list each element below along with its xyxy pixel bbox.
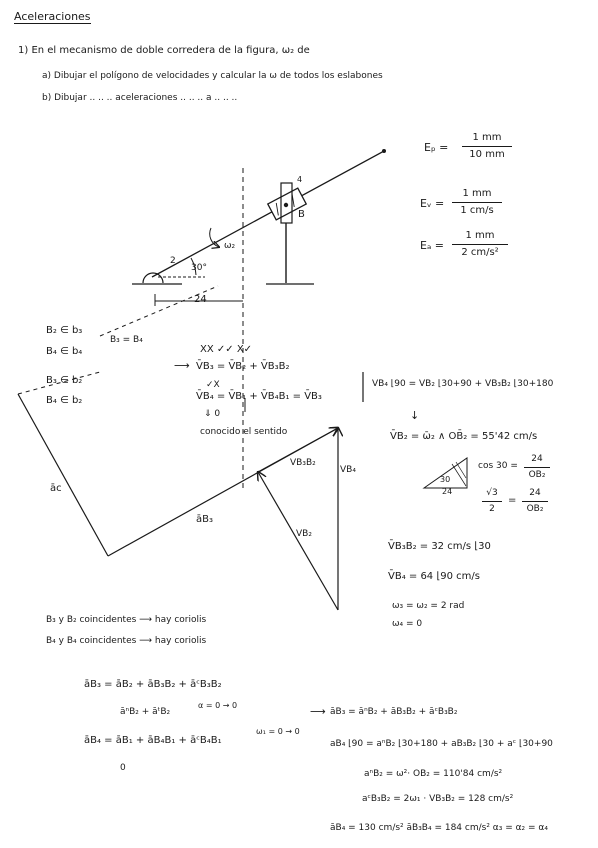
accel-final: āB₄ = 130 cm/s² āB₃B₄ = 184 cm/s² α₃ = α…	[330, 823, 548, 833]
dashed-relation	[99, 285, 219, 337]
coriolis-line-1: B₃ y B₂ coincidentes ⟶ hay coriolis	[46, 615, 207, 625]
link-2	[151, 150, 385, 278]
scale-ev-label: Eᵥ =	[420, 197, 445, 210]
triangle-label-30: 30	[440, 475, 451, 484]
velocity-down-arrow: ↓	[410, 409, 420, 422]
point-b-dot	[283, 202, 289, 208]
cos-line: cos 30 =	[478, 461, 518, 471]
velocity-w4: ω₄ = 0	[392, 619, 423, 629]
velocity-vb3b2: V̄B₃B₂ = 32 cm/s ⌊30	[388, 541, 491, 552]
poly-label-vb2: VB₂	[296, 529, 312, 539]
ground-pivot	[142, 272, 164, 284]
velocity-below: ⇓ 0	[204, 409, 221, 419]
velocity-marks-1: XX ✓✓ X✓	[200, 344, 253, 355]
angle-arc	[190, 257, 197, 276]
label-omega: ω₂	[224, 241, 236, 251]
velocity-vb2: V̄B₂ = ω̄₂ ∧ OB̄₂ = 55'42 cm/s	[390, 431, 538, 442]
accel-arrow: ⟶	[310, 705, 326, 718]
poly-label-ac: āc	[50, 483, 62, 494]
velocity-vb4: V̄B₄ = 64 ⌊90 cm/s	[388, 571, 480, 582]
link-end-dot	[382, 149, 386, 153]
accel-an: aⁿB₂ = ω²· OB₂ = 110'84 cm/s²	[364, 769, 503, 779]
velocity-known: conocido el sentido	[200, 427, 288, 437]
velocity-scalar-eq: VB₄ ⌊90 = VB₂ ⌊30+90 + VB₃B₂ ⌊30+180	[372, 379, 554, 389]
accel-ac: aᶜB₃B₂ = 2ω₁ · VB₃B₂ = 128 cm/s²	[362, 794, 514, 804]
vector-ac	[17, 393, 109, 557]
problem-statement: 1) En el mecanismo de doble corredera de…	[18, 45, 310, 56]
label-point-b: B	[298, 209, 305, 220]
relation-3: B₃ = B₄	[110, 335, 143, 345]
poly-label-vb3b2: VB₃B₂	[290, 458, 316, 468]
triangle-label-24: 24	[442, 487, 453, 496]
velocity-eq-2: V̄B₄ = V̄B₁ + V̄B₄B₁ = V̄B₃	[196, 391, 322, 402]
omega-arc	[209, 227, 219, 247]
triangle-sketch	[422, 457, 468, 489]
vector-dashed-top	[17, 371, 101, 395]
label-link-4: 4	[297, 175, 303, 184]
problem-item-b: b) Dibujar .. .. .. aceleraciones .. .. …	[42, 93, 238, 103]
accel-eq-2: āB₄ = āB₁ + āB₄B₁ + āᶜB₄B₁	[84, 735, 222, 746]
velocity-w3: ω₃ = ω₂ = 2 rad	[392, 601, 465, 611]
relation-2: B₄ ∈ b₄	[46, 346, 83, 357]
accel-eq-1b-note: α = 0 → 0	[198, 701, 238, 710]
accel-eq-2-zero: 0	[120, 763, 126, 773]
vector-vb3b2	[257, 428, 338, 473]
velocity-eq-1: V̄B₃ = V̄B₂ + V̄B₃B₂	[196, 361, 290, 372]
accel-eq-2-note: ω₁ = 0 → 0	[256, 727, 300, 736]
accel-eq-1b: āⁿB₂ + āᵗB₂	[120, 707, 171, 717]
relation-1: B₂ ∈ b₃	[46, 325, 83, 336]
accel-eq-4: aB₄ ⌊90 = aⁿB₂ ⌊30+180 + aB₃B₂ ⌊30 + aᶜ …	[330, 739, 553, 749]
velocity-arrow: ⟶	[174, 359, 190, 372]
label-angle: 30°	[191, 263, 207, 273]
poly-label-vb4: VB₄	[340, 465, 356, 475]
label-link-2: 2	[170, 256, 176, 266]
coriolis-line-2: B₄ y B₄ coincidentes ⟶ hay coriolis	[46, 636, 207, 646]
frac-equals: =	[508, 495, 517, 506]
label-distance: 24	[194, 294, 207, 305]
page-title: Aceleraciones	[14, 10, 91, 24]
scale-ep-label: Eₚ =	[424, 141, 449, 154]
accel-eq-3: āB₃ = āⁿB₂ + āB₃B₂ + āᶜB₃B₂	[330, 707, 458, 717]
problem-item-a: a) Dibujar el polígono de velocidades y …	[42, 71, 383, 81]
relation-5: B₄ ∈ b₂	[46, 395, 83, 406]
vector-vb2	[258, 472, 339, 611]
poly-label-ab3: āB₃	[196, 514, 213, 525]
relation-4: B₃ ∈ b₂	[46, 375, 83, 386]
accel-eq-1: āB₃ = āB₂ + āB₃B₂ + āᶜB₃B₂	[84, 679, 222, 690]
velocity-marks-2: ✓X	[206, 380, 220, 390]
scale-ea-label: Eₐ =	[420, 239, 444, 252]
